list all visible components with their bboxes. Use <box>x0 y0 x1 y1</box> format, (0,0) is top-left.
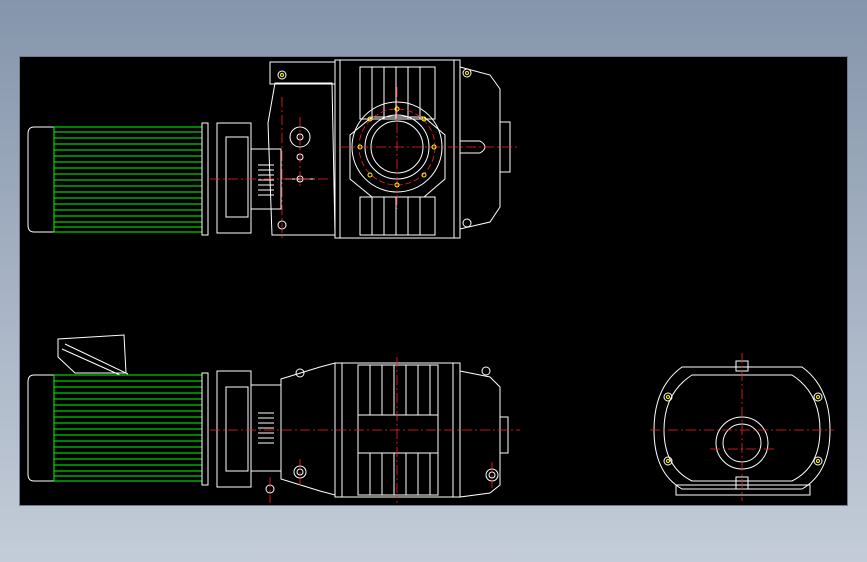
side-casing-inner <box>663 374 821 482</box>
terminal-box <box>57 334 127 374</box>
cad-viewport[interactable] <box>20 57 847 505</box>
front-view <box>27 59 511 239</box>
motor-body <box>53 126 203 233</box>
motor-body-2 <box>53 374 203 482</box>
side-bolts <box>666 395 820 463</box>
side-base <box>675 484 811 496</box>
gearbox-housing <box>267 82 336 236</box>
gearbox-bolt <box>277 70 287 80</box>
front-centerlines <box>210 87 520 239</box>
gearbox-housing-2 <box>280 362 336 496</box>
cooling-fins-2 <box>357 364 439 496</box>
end-cover-2 <box>459 370 501 498</box>
coupling-housing-2 <box>216 370 252 488</box>
side-casing-outer <box>653 366 831 490</box>
top-view <box>27 334 509 498</box>
motor-end-cap-2 <box>27 374 55 482</box>
pump-casing <box>334 59 461 239</box>
side-centerlines <box>650 353 834 501</box>
cad-drawing <box>27 59 834 503</box>
flange-bolts <box>280 71 469 188</box>
end-cover <box>459 66 501 230</box>
coupling-coils-2 <box>258 412 274 444</box>
coupling-coils <box>258 164 274 196</box>
top-centerlines <box>210 357 520 503</box>
motor-flange <box>201 122 209 236</box>
motor-end-cap <box>27 126 55 233</box>
